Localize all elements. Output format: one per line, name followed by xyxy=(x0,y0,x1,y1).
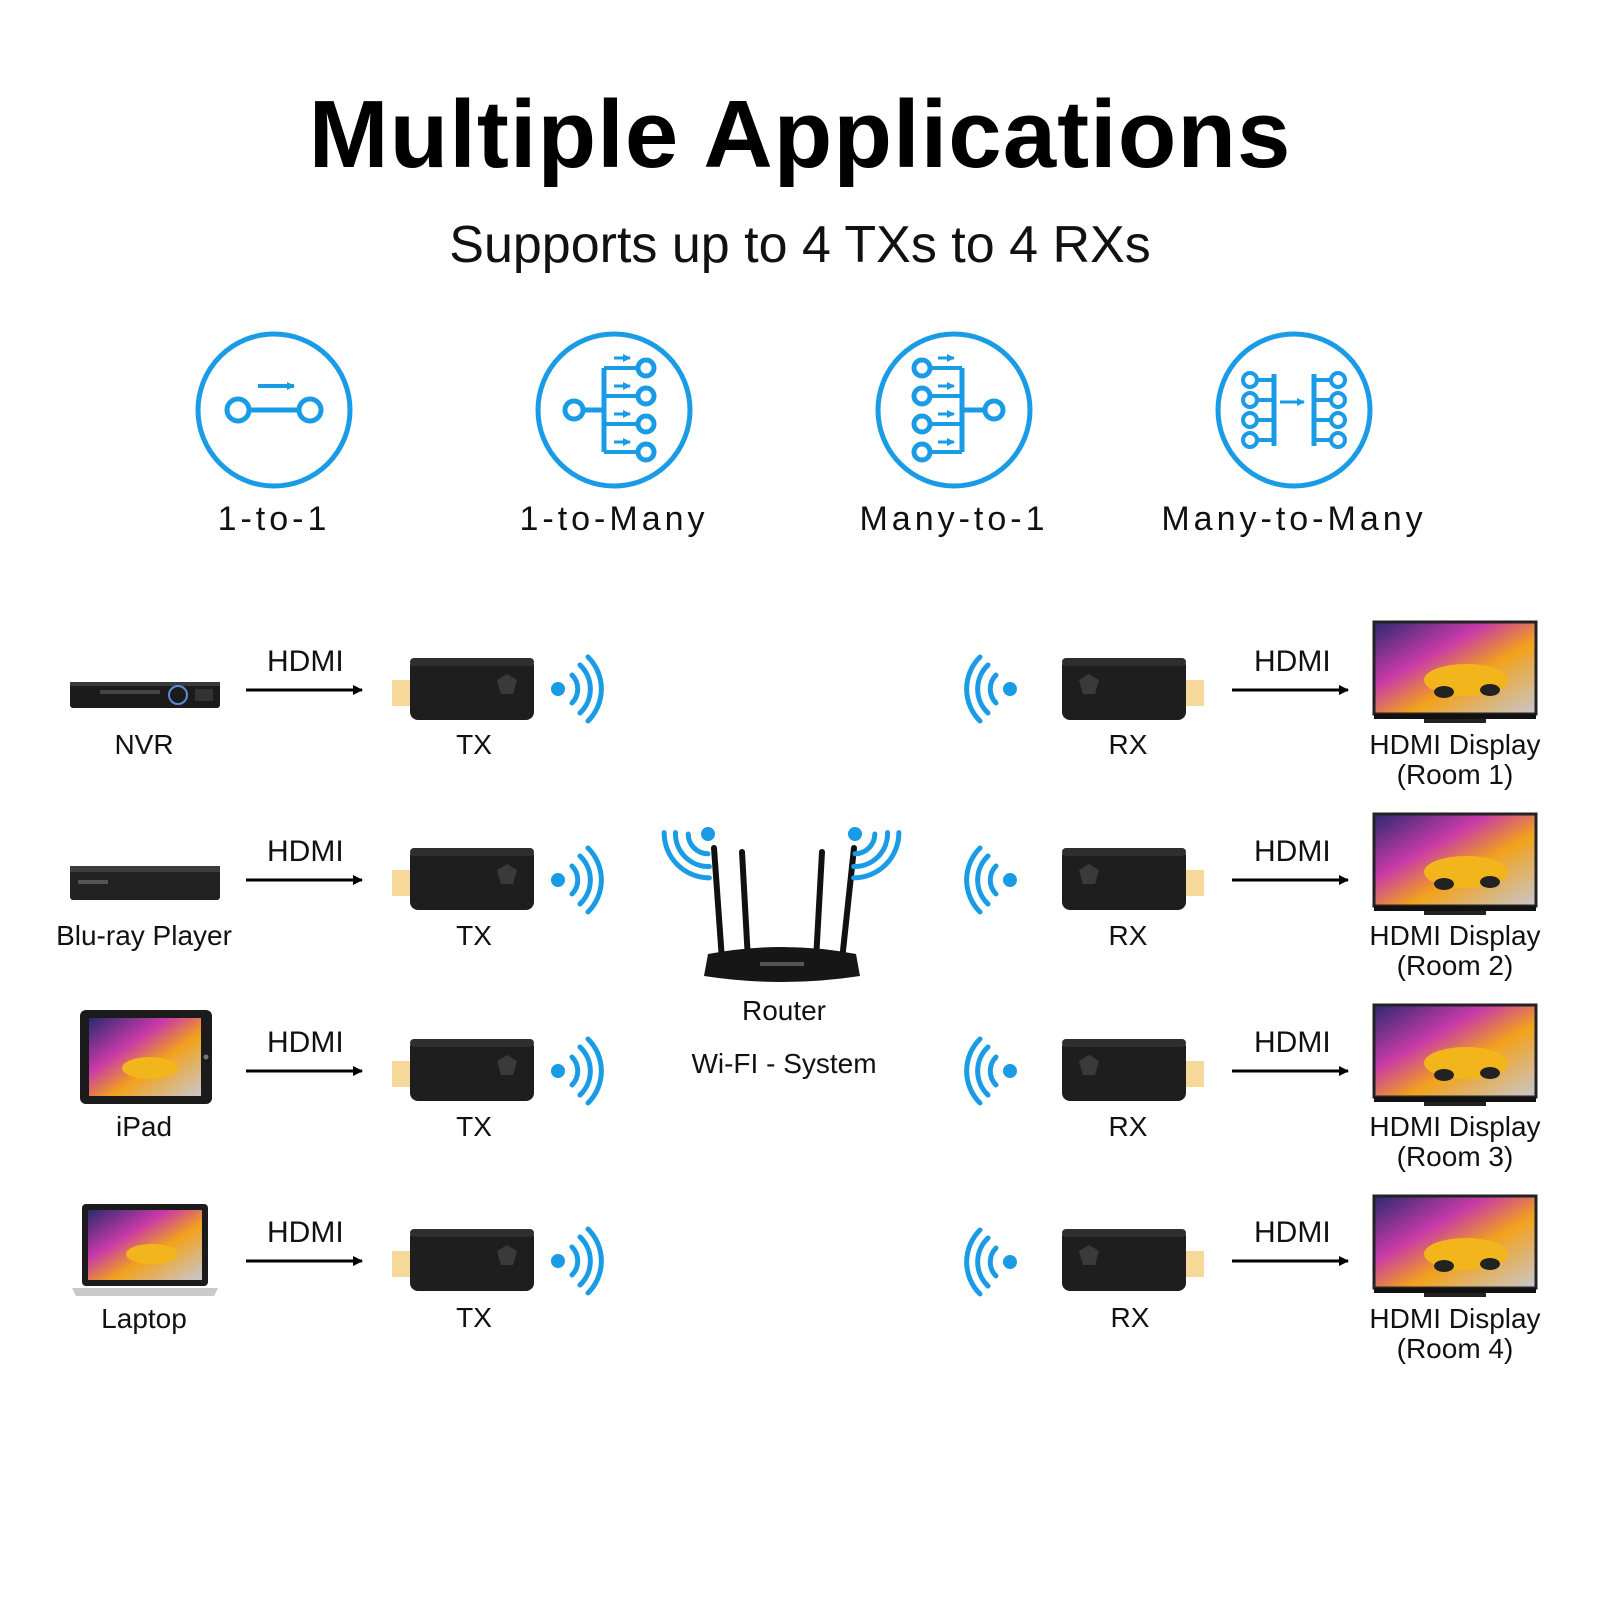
hdmi-display-icon xyxy=(1372,620,1538,725)
wifi-signal-icon xyxy=(661,827,715,881)
tx-device-1 xyxy=(392,658,534,720)
many-to-one-icon xyxy=(875,331,1033,489)
tx-label: TX xyxy=(456,920,492,951)
wifi-signal-icon xyxy=(551,1229,601,1293)
wifi-signal-icon xyxy=(551,657,601,721)
display-label-line1: HDMI Display xyxy=(1369,1303,1541,1334)
source-label: Blu-ray Player xyxy=(56,920,232,951)
wifi-signal-icon xyxy=(848,827,902,881)
rx-device-3 xyxy=(1062,1039,1204,1101)
mode-label-many-to-one: Many-to-1 xyxy=(859,500,1049,538)
wifi-signal-icon xyxy=(551,848,601,912)
hdmi-label: HDMI xyxy=(1254,835,1331,868)
hdmi-display-icon xyxy=(1372,1003,1538,1108)
display-label-line1: HDMI Display xyxy=(1369,1111,1541,1142)
blu-ray-player-icon xyxy=(70,866,220,900)
tx-device-3 xyxy=(392,1039,534,1101)
rx-label: RX xyxy=(1108,1111,1148,1142)
display-label-line2: (Room 1) xyxy=(1396,759,1514,790)
page-subtitle: Supports up to 4 TXs to 4 RXs xyxy=(449,216,1151,274)
ipad-icon xyxy=(80,1010,212,1104)
hdmi-label: HDMI xyxy=(267,1216,344,1249)
source-label: iPad xyxy=(115,1111,173,1142)
display-label-line1: HDMI Display xyxy=(1369,729,1541,760)
wifi-signal-icon xyxy=(551,1039,601,1103)
hdmi-label: HDMI xyxy=(267,1026,344,1059)
hdmi-label: HDMI xyxy=(1254,645,1331,678)
wifi-signal-icon xyxy=(967,657,1017,721)
one-to-many-icon xyxy=(535,331,693,489)
tx-label: TX xyxy=(456,729,492,760)
display-label-line2: (Room 4) xyxy=(1396,1333,1514,1364)
tx-label: TX xyxy=(456,1111,492,1142)
rx-label: RX xyxy=(1110,1302,1150,1333)
wifi-signal-icon xyxy=(967,1230,1017,1294)
display-label: HDMI Display (Room 2) xyxy=(1345,921,1565,981)
rx-device-1 xyxy=(1062,658,1204,720)
tx-label: TX xyxy=(456,1302,492,1333)
tx-device-4 xyxy=(392,1229,534,1291)
wifi-signal-icon xyxy=(967,848,1017,912)
mode-label-one-to-many: 1-to-Many xyxy=(519,500,709,538)
display-label: HDMI Display (Room 3) xyxy=(1345,1112,1565,1172)
hdmi-label: HDMI xyxy=(1254,1216,1331,1249)
router-icon xyxy=(704,845,860,982)
many-to-many-icon xyxy=(1215,331,1373,489)
hdmi-label: HDMI xyxy=(267,835,344,868)
rx-device-2 xyxy=(1062,848,1204,910)
laptop-icon xyxy=(72,1204,218,1296)
hdmi-label: HDMI xyxy=(1254,1026,1331,1059)
router-label: Router xyxy=(741,995,827,1026)
rx-label: RX xyxy=(1108,920,1148,951)
display-label: HDMI Display (Room 1) xyxy=(1345,730,1565,790)
source-label: Laptop xyxy=(101,1303,187,1334)
rx-device-4 xyxy=(1062,1229,1204,1291)
page-title: Multiple Applications xyxy=(308,81,1292,188)
mode-label-one-to-one: 1-to-1 xyxy=(217,500,331,538)
display-label-line2: (Room 3) xyxy=(1396,1141,1514,1172)
hdmi-display-icon xyxy=(1372,1194,1538,1299)
tx-device-2 xyxy=(392,848,534,910)
display-label-line2: (Room 2) xyxy=(1396,950,1514,981)
display-label-line1: HDMI Display xyxy=(1369,920,1541,951)
nvr-icon xyxy=(70,682,220,708)
display-label: HDMI Display (Room 4) xyxy=(1345,1304,1565,1364)
wifi-system-label: Wi-FI - System xyxy=(691,1048,877,1079)
source-label: NVR xyxy=(114,729,174,760)
hdmi-display-icon xyxy=(1372,812,1538,917)
one-to-one-icon xyxy=(195,331,353,489)
mode-label-many-to-many: Many-to-Many xyxy=(1161,500,1427,538)
rx-label: RX xyxy=(1108,729,1148,760)
hdmi-label: HDMI xyxy=(267,645,344,678)
wifi-signal-icon xyxy=(967,1039,1017,1103)
